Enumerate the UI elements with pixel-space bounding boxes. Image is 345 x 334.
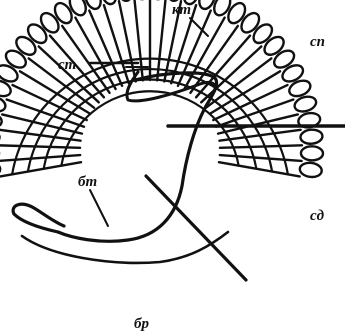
label-cn: сп <box>310 34 325 50</box>
scallop-lobe <box>301 146 323 160</box>
scallop-lobe <box>300 129 323 145</box>
label-bt: бт <box>78 174 97 190</box>
scallop-lobe <box>13 33 39 58</box>
scallop-lobe <box>99 0 118 6</box>
scallop-lobe <box>3 47 29 71</box>
label-bp: бр <box>134 316 149 332</box>
radial-line <box>39 46 99 102</box>
radial-line <box>220 155 302 161</box>
cut-line-diagonal <box>146 176 246 280</box>
scallop-lobe <box>225 0 249 26</box>
pointer-line-bt <box>90 190 108 226</box>
radial-line <box>0 155 80 161</box>
tail-outer <box>22 232 228 263</box>
scallop-lobe <box>261 33 287 58</box>
scallop-lobe <box>271 47 297 71</box>
label-km: кт <box>172 2 191 18</box>
scallop-lobe <box>250 21 275 47</box>
lower-tail <box>13 204 64 232</box>
scallop-lobe <box>299 162 323 179</box>
scallop-lobe <box>52 0 76 26</box>
scallop-lobe <box>37 10 62 36</box>
scallop-lobe <box>25 21 50 47</box>
label-cd: сд <box>310 208 325 224</box>
label-ct: ст <box>58 57 76 73</box>
scallop-lobe <box>238 10 263 36</box>
